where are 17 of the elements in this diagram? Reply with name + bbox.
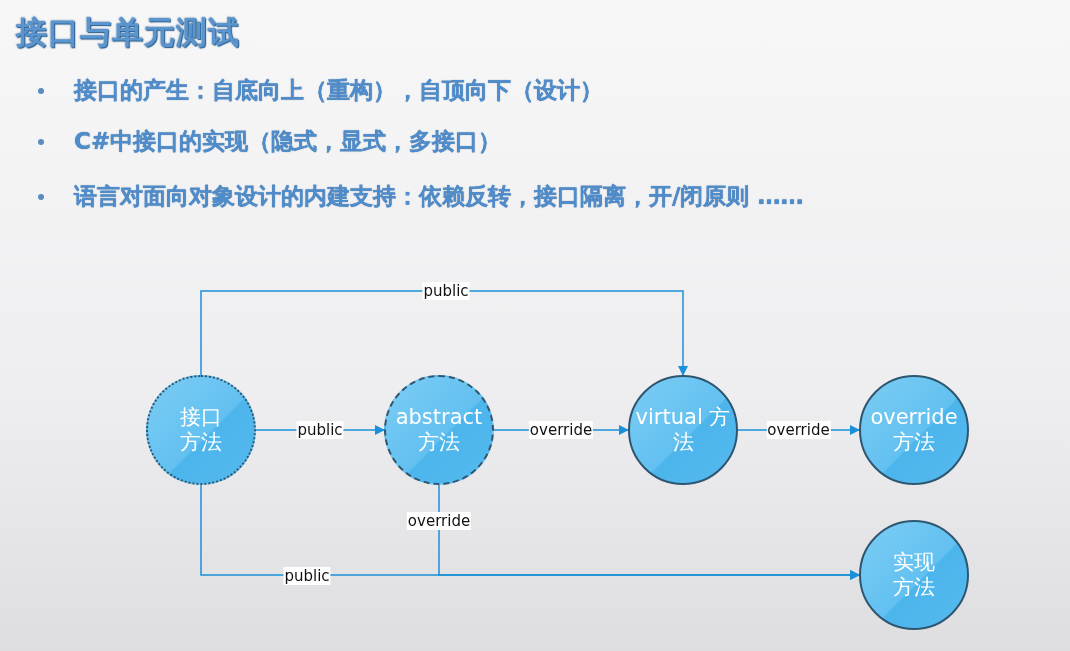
bullet-text: C#中接口的实现（隐式，显式，多接口） — [74, 127, 502, 156]
node-label: override 方法 — [869, 404, 959, 456]
slide-title: 接口与单元测试 — [16, 13, 240, 52]
node-label: abstract 方法 — [394, 404, 484, 456]
bullet-text: 接口的产生：自底向上（重构），自顶向下（设计） — [74, 76, 603, 105]
edge-label: public — [283, 567, 331, 585]
node-label: virtual 方法 — [635, 404, 731, 456]
edge-label: override — [766, 421, 831, 439]
node-label: 实现方法 — [892, 549, 936, 601]
edge-label: override — [528, 421, 594, 439]
edge-label: public — [296, 421, 344, 439]
edge-label: public — [422, 282, 470, 300]
node-label: 接口方法 — [179, 404, 223, 456]
arrow — [200, 484, 860, 580]
arrow — [200, 290, 688, 376]
edge-label: override — [406, 512, 472, 530]
bullet-text: 语言对面向对象设计的内建支持：依赖反转，接口隔离，开/闭原则 …… — [74, 182, 804, 211]
